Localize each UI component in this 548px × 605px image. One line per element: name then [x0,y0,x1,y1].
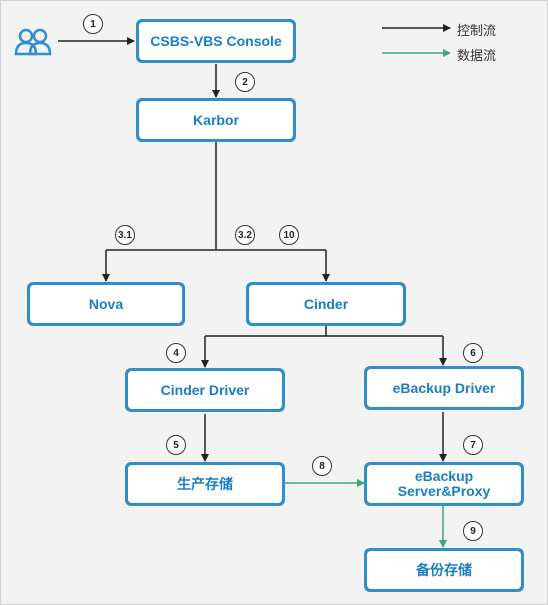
node-nova: Nova [27,282,185,326]
step-badge: 3.2 [235,225,255,245]
node-backup-storage: 备份存储 [364,548,524,592]
user-group-icon [14,28,52,56]
node-cinder: Cinder [246,282,406,326]
step-badge: 3.1 [115,225,135,245]
step-badge: 4 [166,343,186,363]
node-ebackup-server-proxy: eBackup Server&Proxy [364,462,524,506]
step-badge: 10 [279,225,299,245]
node-production-storage: 生产存储 [125,462,285,506]
node-ebackup-driver: eBackup Driver [364,366,524,410]
step-badge: 8 [312,456,332,476]
step-badge: 6 [463,343,483,363]
node-csbs-vbs-console: CSBS-VBS Console [136,19,296,63]
ebackup-server-line1: eBackup [414,468,474,484]
node-karbor: Karbor [136,98,296,142]
step-badge: 7 [463,435,483,455]
step-badge: 5 [166,435,186,455]
ebackup-server-line2: Server&Proxy [397,483,491,499]
legend-data-flow: 数据流 [457,48,497,63]
step-badge: 2 [235,72,255,92]
legend-control-flow: 控制流 [457,23,497,38]
step-badge: 1 [83,14,103,34]
node-cinder-driver: Cinder Driver [125,368,285,412]
step-badge: 9 [463,521,483,541]
